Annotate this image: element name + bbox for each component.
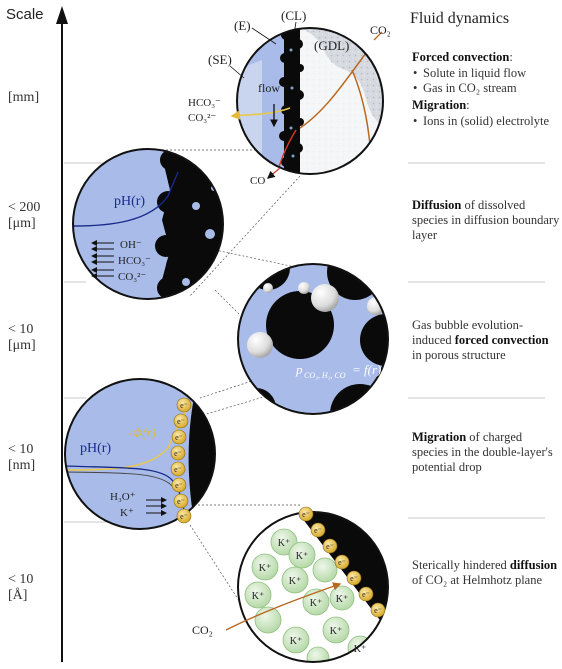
k-ion-label: K⁺ xyxy=(330,626,343,637)
hco3-label-diffusion: HCO₃⁻ xyxy=(118,255,151,267)
pressure-symbol: p xyxy=(295,362,303,377)
label-hco3: HCO₃⁻ xyxy=(188,97,221,109)
electron-label-hp: e⁻ xyxy=(350,574,358,583)
co3-label-diffusion: CO₃²⁻ xyxy=(118,271,146,283)
diffusion-layer-view: pH(r) OH⁻ HCO₃⁻ CO₃²⁻ xyxy=(72,148,224,300)
label-electrolyte: (E) xyxy=(234,18,251,33)
electron-label-dl: e⁻ xyxy=(175,481,183,490)
electron-label-hp: e⁻ xyxy=(338,558,346,567)
description-migration: Migration of charged species in the doub… xyxy=(412,430,553,474)
label-co3: CO₃²⁻ xyxy=(188,112,216,124)
electron-label-hp: e⁻ xyxy=(326,542,334,551)
k-ion-label: K⁺ xyxy=(310,598,323,609)
bullet-ions: Ions in (solid) electrolyte xyxy=(412,114,560,129)
electron-label-dl: e⁻ xyxy=(177,497,185,506)
label-co2-feed: CO₂ xyxy=(370,23,391,37)
scale-label-200um: < 200 [μm] xyxy=(8,200,41,231)
pressure-species: CO₂, H₂, CO xyxy=(304,371,346,380)
electron-label-hp: e⁻ xyxy=(362,590,370,599)
k-ion-label: K⁺ xyxy=(296,551,309,562)
label-co: CO xyxy=(250,175,265,187)
description-bubble-convection: Gas bubble evolution-induced forced conv… xyxy=(412,318,549,362)
description-forced-convection: Forced convection: Solute in liquid flow… xyxy=(412,50,560,131)
scale-label-mm: [mm] xyxy=(8,90,40,105)
k-ion-label: K⁺ xyxy=(252,591,265,602)
co-product-path xyxy=(275,129,297,174)
bullet-gas: Gas in CO₂ stream xyxy=(412,81,560,96)
k-label-double-layer: K⁺ xyxy=(120,507,134,519)
k-ion-label: K⁺ xyxy=(354,644,367,655)
electron-label-hp: e⁻ xyxy=(302,510,310,519)
oh-label: OH⁻ xyxy=(120,239,142,251)
electron-label-dl: e⁻ xyxy=(174,449,182,458)
porous-structure-view: p CO₂, H₂, CO = f(r) xyxy=(237,263,389,415)
ph-label-double-layer: pH(r) xyxy=(80,441,111,456)
double-layer-view: e⁻ e⁻ e⁻ e⁻ e⁻ e⁻ e⁻ e⁻ -Φ(r) pH(r) H₃O⁺… xyxy=(64,378,216,530)
bullet-solute: Solute in liquid flow xyxy=(412,66,560,81)
k-ion-label: K⁺ xyxy=(278,538,291,549)
co2-label-helmholtz: CO₂ xyxy=(192,623,213,637)
k-ion-label: K⁺ xyxy=(289,576,302,587)
electron-label-dl: e⁻ xyxy=(180,401,188,410)
potential-label: -Φ(r) xyxy=(128,425,156,440)
co2-approach-path xyxy=(225,582,342,631)
k-ion-label: K⁺ xyxy=(290,636,303,647)
helmholtz-plane-view: e⁻ e⁻ e⁻ e⁻ e⁻ e⁻ e⁻ K⁺ K⁺ K⁺ K⁺ K⁺ K⁺ K… xyxy=(192,506,389,663)
electrode-macro-view: (E) (CL) (GDL) (SE) CO₂ flow HCO₃⁻ CO₃²⁻… xyxy=(188,8,391,187)
label-gdl: (GDL) xyxy=(314,38,349,53)
description-diffusion: Diffusion of dissolved species in diffus… xyxy=(412,198,560,242)
heading-migration: Migration xyxy=(412,98,467,112)
electron-label-dl: e⁻ xyxy=(175,433,183,442)
electron-label-dl: e⁻ xyxy=(174,465,182,474)
electron-label-hp: e⁻ xyxy=(314,526,322,535)
pressure-function: = f(r) xyxy=(352,362,381,377)
electron-label-hp: e⁻ xyxy=(374,606,382,615)
electron-column-dl xyxy=(170,397,192,524)
scale-label-10a: < 10 [Å] xyxy=(8,572,34,603)
k-ion-label: K⁺ xyxy=(259,563,272,574)
scale-label-10nm: < 10 [nm] xyxy=(8,442,36,473)
scale-axis-arrowhead xyxy=(56,6,68,24)
row-separators xyxy=(64,162,545,523)
electron-label-dl: e⁻ xyxy=(177,417,185,426)
ph-label-diffusion: pH(r) xyxy=(114,194,145,209)
heading-forced-convection: Forced convection xyxy=(412,50,510,64)
scale-label-10um: < 10 [μm] xyxy=(8,322,36,353)
catalyst-layer xyxy=(279,28,304,174)
electron-column-hp xyxy=(298,506,386,618)
label-solid-electrolyte: (SE) xyxy=(208,52,232,67)
label-catalyst-layer: (CL) xyxy=(281,8,306,23)
fluid-dynamics-title: Fluid dynamics xyxy=(410,10,510,27)
scale-title: Scale xyxy=(6,6,44,23)
electron-label-dl: e⁻ xyxy=(180,512,188,521)
label-flow: flow xyxy=(258,81,280,95)
h3o-label: H₃O⁺ xyxy=(110,491,136,503)
description-sterically-hindered: Sterically hindered diffusion of CO₂ at … xyxy=(412,558,558,587)
ph-profile-curve xyxy=(73,171,179,227)
k-ion-label: K⁺ xyxy=(336,594,349,605)
